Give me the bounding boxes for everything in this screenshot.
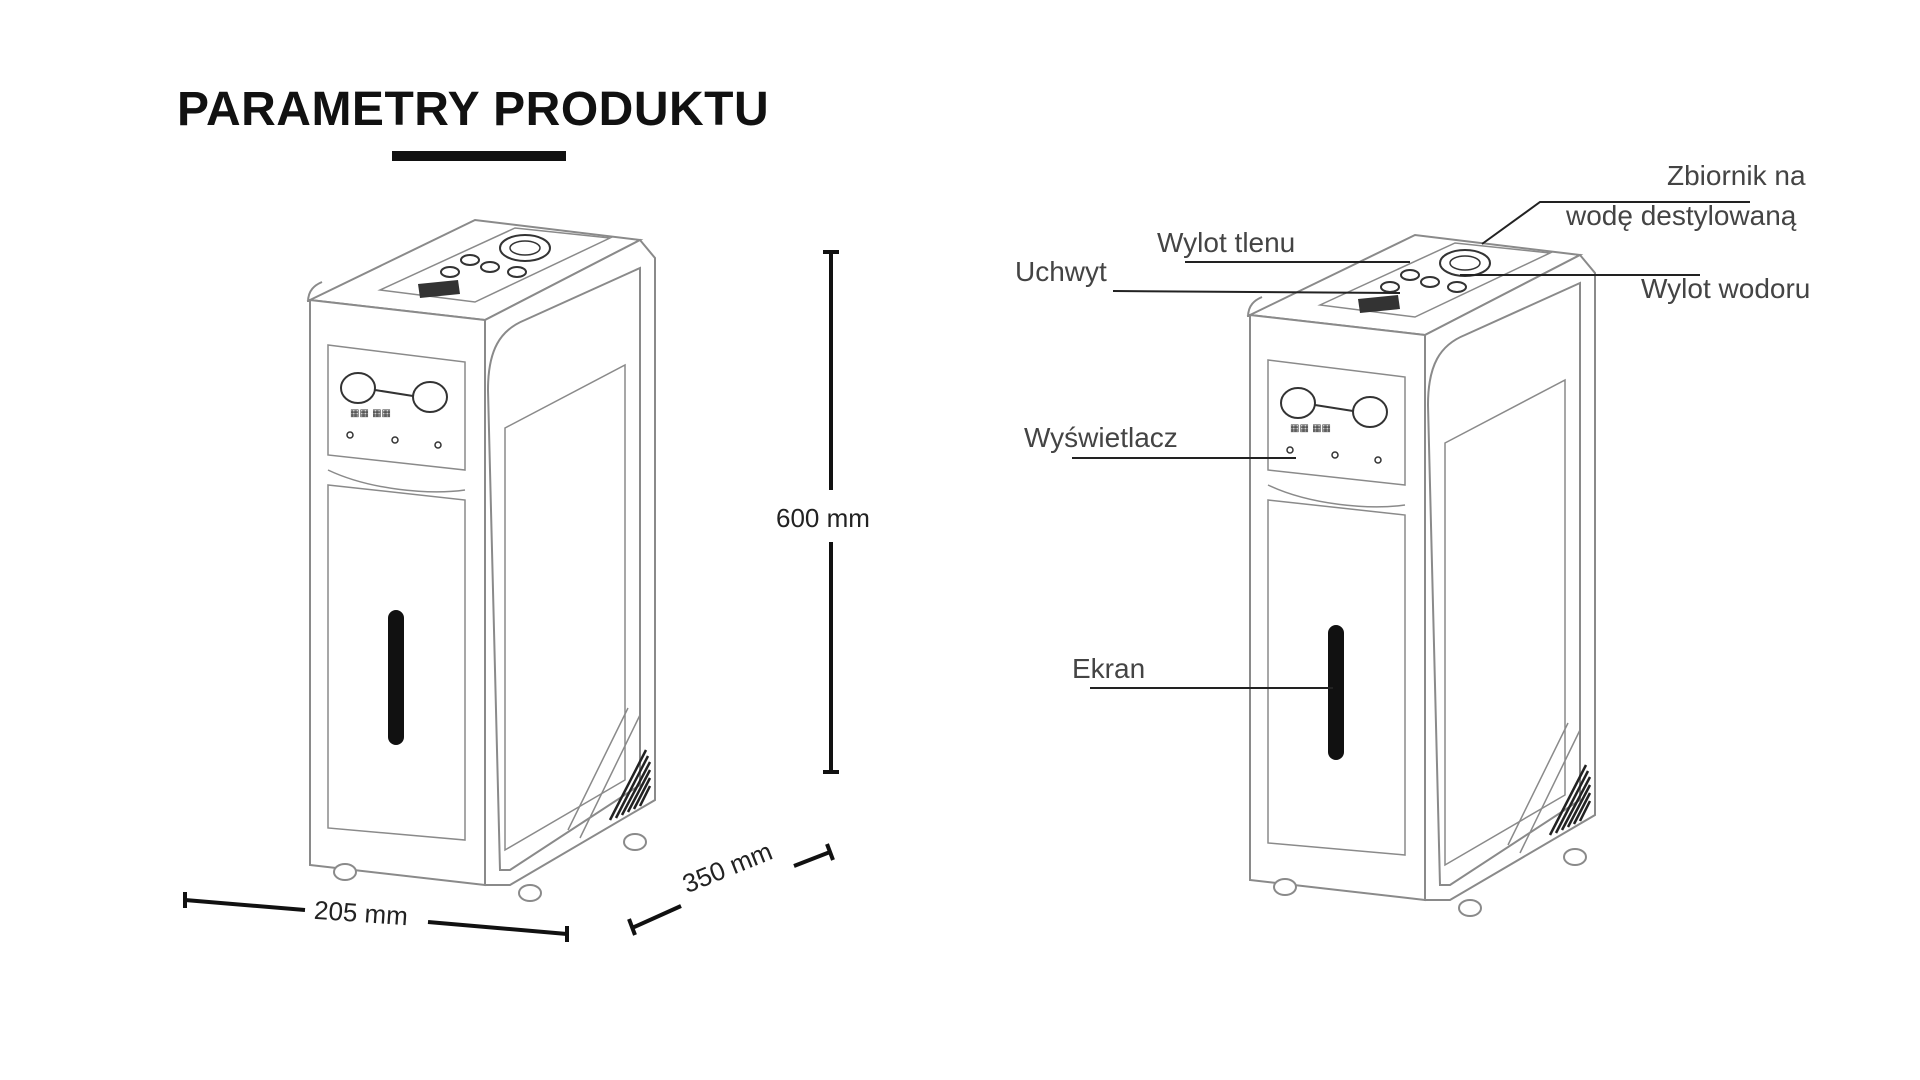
title-underline [392, 151, 566, 161]
width-label: 205 mm [313, 894, 409, 932]
width-dimension-line [183, 892, 569, 942]
handle-label: Uchwyt [1015, 256, 1107, 287]
display-label: Wyświetlacz [1024, 422, 1178, 453]
height-dimension-line [823, 250, 839, 774]
tank-label-line1: Zbiornik na [1667, 160, 1806, 191]
depth-dimension-line [627, 843, 835, 936]
hydrogen-outlet-label: Wylot wodoru [1641, 273, 1811, 304]
callout-leaders [1072, 201, 1750, 689]
tank-leader [1481, 201, 1750, 245]
oxygen-outlet-label: Wylot tlenu [1157, 227, 1296, 258]
handle-leader [1112, 290, 1401, 294]
tank-label-line2: wodę destylowaną [1566, 200, 1797, 231]
page-title: PARAMETRY PRODUKTU [177, 83, 770, 136]
screen-label: Ekran [1072, 653, 1146, 684]
device-illustration-right [1246, 233, 1597, 918]
device-illustration-left [306, 218, 657, 903]
height-label: 600 mm [776, 503, 870, 533]
